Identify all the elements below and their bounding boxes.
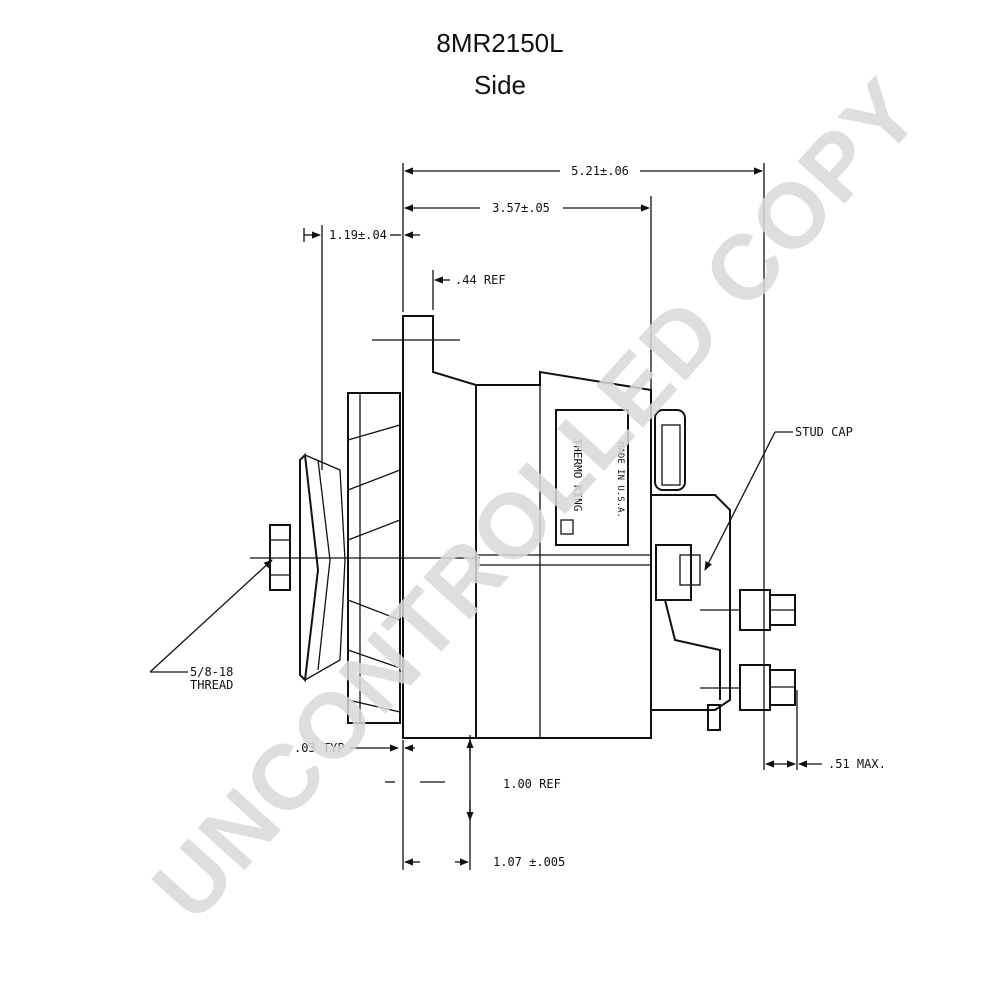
brand-text: THERMO KING — [571, 439, 584, 512]
view-subtitle: Side — [473, 70, 527, 100]
alternator-housing — [372, 315, 652, 739]
uncontrolled-copy-watermark: UNCONTROLLED COPY — [134, 59, 940, 939]
overall-length-label: 5.21±.06 — [571, 164, 629, 178]
max-51-label: .51 MAX. — [828, 757, 886, 771]
stud-cap-label: STUD CAP — [795, 425, 853, 439]
dimension-44-ref: .44 REF — [434, 273, 506, 287]
pulley — [250, 452, 480, 683]
dimension-1.19: 1.19±.04 — [303, 228, 420, 242]
dimension-03-typ: .03 TYP — [294, 741, 415, 755]
pulley-offset-label: 1.19±.04 — [329, 228, 387, 242]
dimension-5.21: 5.21±.06 — [404, 164, 763, 178]
dimension-1.00-ref: 1.00 REF — [385, 739, 561, 821]
label-plate: THERMO KING MADE IN U.S.A. — [555, 409, 629, 546]
body-length-label: 3.57±.05 — [492, 201, 550, 215]
mount-label: 1.07 ±.005 — [493, 855, 565, 869]
cooling-fan — [347, 392, 401, 724]
dimension-1.07: 1.07 ±.005 — [404, 855, 565, 869]
ref-100-label: 1.00 REF — [503, 777, 561, 791]
stud-cap — [679, 554, 701, 586]
part-number-title: 8MR2150L — [436, 28, 564, 58]
dimension-51-max: .51 MAX. — [765, 757, 886, 771]
thread-callout: 5/8-18 THREAD — [149, 559, 273, 692]
thread-label: THREAD — [190, 678, 233, 692]
dimension-3.57: 3.57±.05 — [404, 201, 650, 215]
rear-terminal-assembly — [650, 409, 796, 731]
ref-44-label: .44 REF — [455, 273, 506, 287]
stud-cap-callout: STUD CAP — [704, 425, 853, 571]
typ-label: .03 TYP — [294, 741, 345, 755]
made-in-text: MADE IN U.S.A. — [615, 442, 625, 518]
thread-size-label: 5/8-18 — [190, 665, 233, 679]
